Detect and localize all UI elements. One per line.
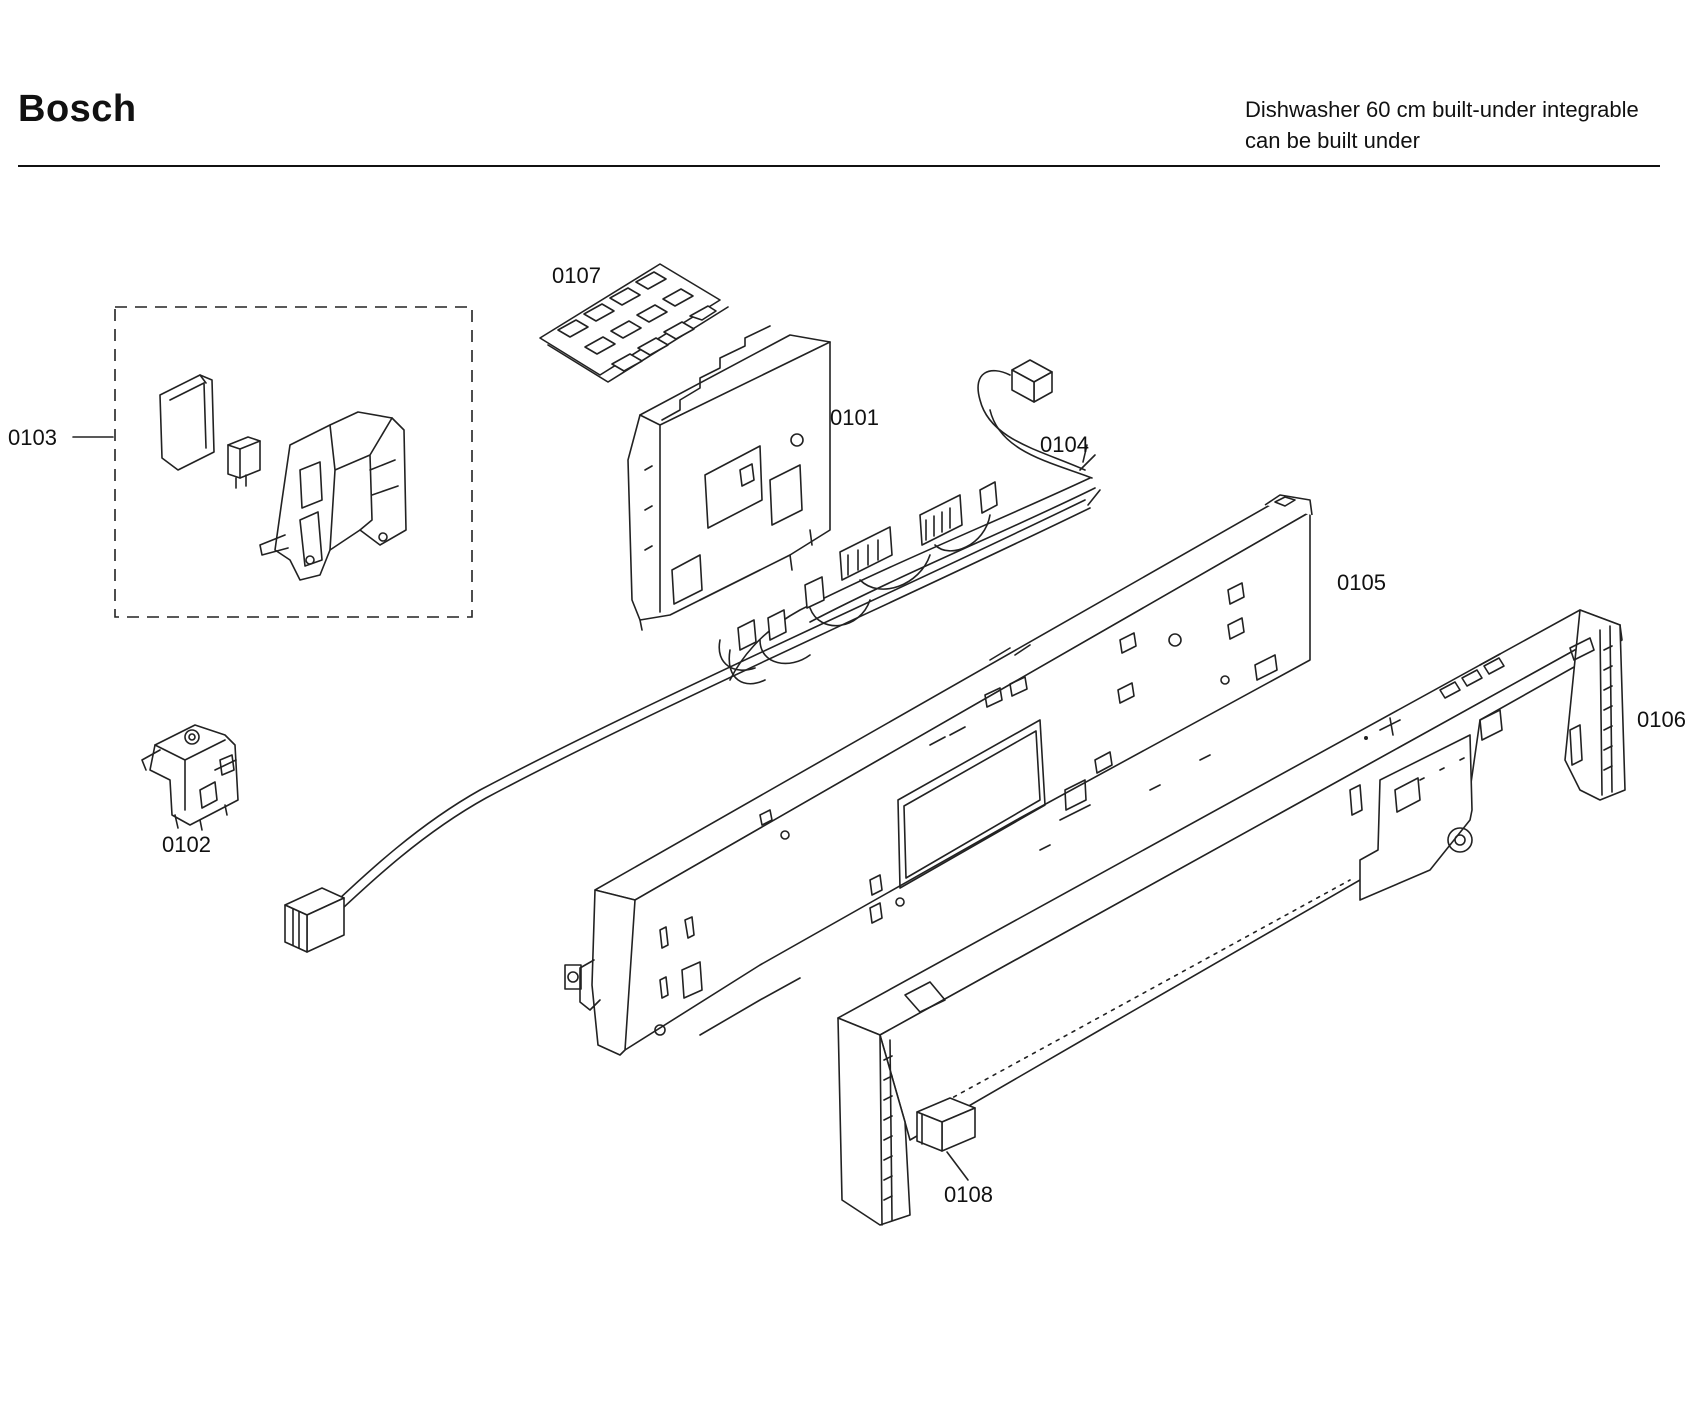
subtitle-line-1: Dishwasher 60 cm built-under integrable xyxy=(1245,97,1639,122)
part-0106-fascia-frame xyxy=(837,609,1626,1226)
part-0107-button-mat xyxy=(539,263,729,383)
part-label-0102: 0102 xyxy=(162,832,211,857)
part-label-0106: 0106 xyxy=(1637,707,1686,732)
part-0103-lock-body xyxy=(274,411,407,581)
part-0105-panel-frame xyxy=(564,494,1313,1056)
part-0102-switch xyxy=(141,724,239,831)
part-0108-block xyxy=(916,1097,976,1181)
part-label-0108: 0108 xyxy=(944,1182,993,1207)
part-0104-wire-harness xyxy=(284,359,1101,953)
part-label-0101: 0101 xyxy=(830,405,879,430)
part-label-0104: 0104 xyxy=(1040,432,1089,457)
brand-title: Bosch xyxy=(18,88,137,130)
part-label-0103: 0103 xyxy=(8,425,57,450)
part-label-0107: 0107 xyxy=(552,263,601,288)
part-label-0105: 0105 xyxy=(1337,570,1386,595)
part-0103-dashed-box xyxy=(114,306,473,618)
header-rule xyxy=(18,165,1660,167)
part-0103-group xyxy=(72,306,473,618)
part-0101-control-module xyxy=(627,325,831,631)
diagram-subtitle: Dishwasher 60 cm built-under integrable … xyxy=(1245,94,1639,156)
subtitle-line-2: can be built under xyxy=(1245,128,1420,153)
